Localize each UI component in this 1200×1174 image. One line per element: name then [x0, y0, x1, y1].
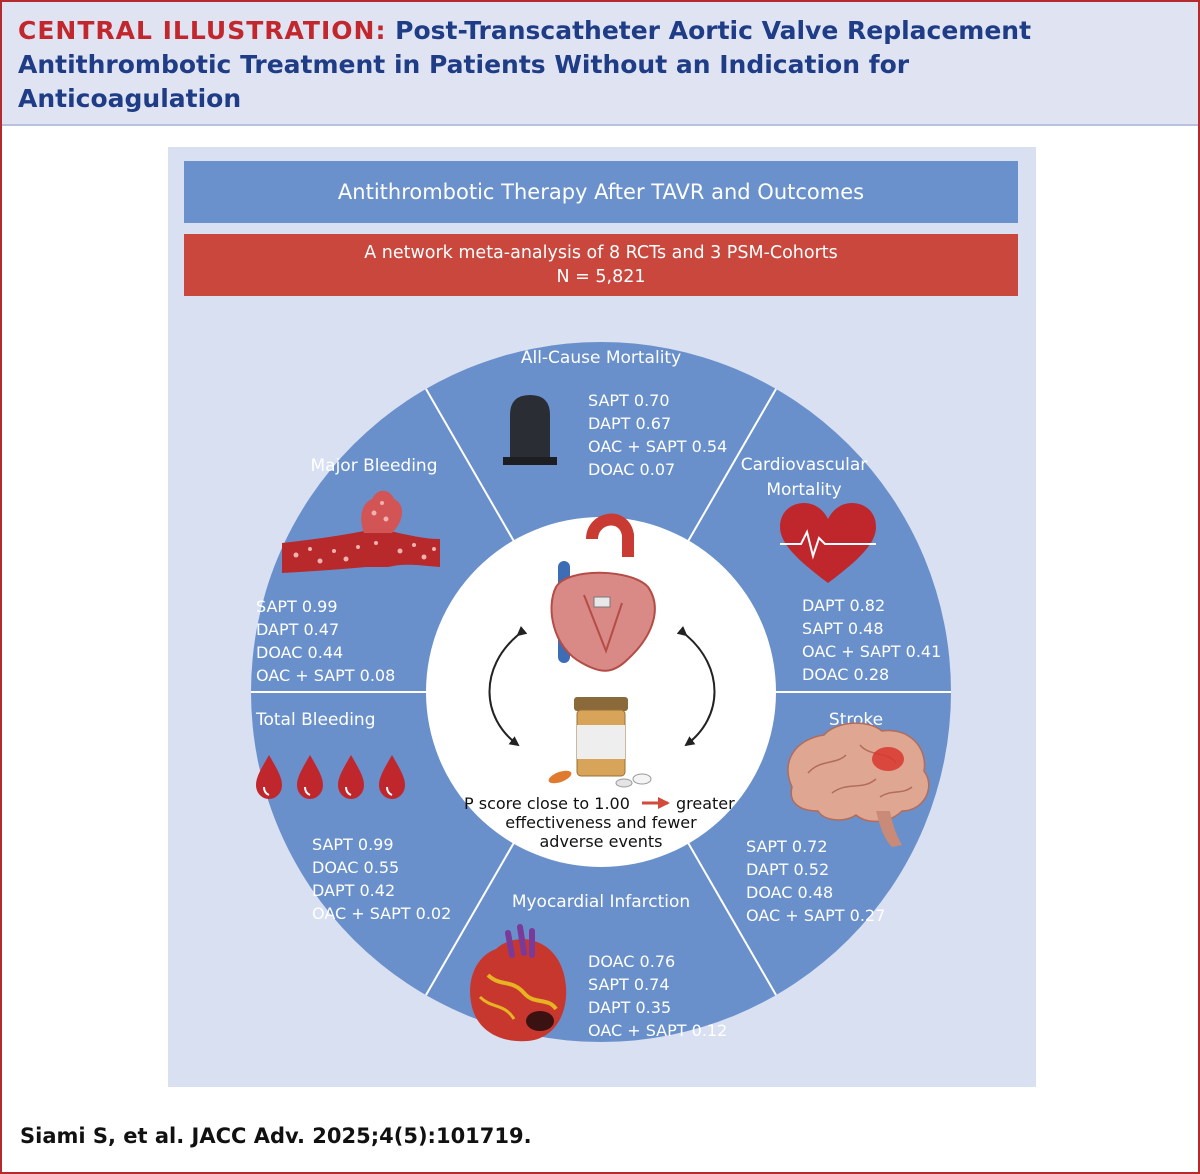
score-row: OAC + SAPT 0.08 — [256, 666, 395, 685]
study-topic-banner: Antithrombotic Therapy After TAVR and Ou… — [184, 161, 1018, 223]
sample-size-text: N = 5,821 — [556, 267, 646, 287]
pill-bottle-icon — [548, 697, 652, 788]
sector-title: Cardiovascular — [741, 455, 867, 475]
score-row: SAPT 0.99 — [312, 835, 394, 854]
score-row: DAPT 0.35 — [588, 998, 671, 1017]
center-hub — [426, 517, 776, 867]
score-row: SAPT 0.72 — [746, 837, 828, 856]
outcome-wheel: All-Cause Mortality SAPT 0.70 DAPT 0.67 … — [251, 342, 951, 1042]
blood-drop-icon — [379, 755, 405, 799]
score-row: DAPT 0.67 — [588, 414, 671, 433]
sector-total-bleeding: Total Bleeding SAPT 0.99 — [255, 710, 451, 923]
sector-myocardial-infarction: Myocardial Infarction DOAC 0.76 SAPT 0.7… — [470, 892, 727, 1042]
ruptured-vessel-icon — [282, 490, 440, 573]
blood-drop-icon — [297, 755, 323, 799]
score-row: SAPT 0.99 — [256, 597, 338, 616]
sector-cardiovascular-mortality: Cardiovascular Mortality DAPT 0.82 SAPT … — [741, 455, 942, 684]
sector-title: All-Cause Mortality — [521, 348, 681, 368]
sector-title: Major Bleeding — [311, 456, 438, 476]
score-row: SAPT 0.74 — [588, 975, 670, 994]
infarcted-heart-icon — [470, 924, 567, 1042]
score-row: OAC + SAPT 0.54 — [588, 437, 727, 456]
figure-panel: Antithrombotic Therapy After TAVR and Ou… — [168, 147, 1036, 1087]
right-cycle-arrow — [676, 626, 716, 747]
heart-pulse-icon — [780, 503, 876, 583]
sector-title: Myocardial Infarction — [512, 892, 690, 912]
sector-title: Mortality — [766, 480, 841, 500]
p-score-note: effectiveness and fewer — [505, 813, 697, 832]
p-score-note: adverse events — [539, 832, 662, 851]
score-row: DOAC 0.28 — [802, 665, 889, 684]
score-row: DOAC 0.44 — [256, 643, 343, 662]
score-row: DOAC 0.48 — [746, 883, 833, 902]
score-row: DOAC 0.07 — [588, 460, 675, 479]
score-row: SAPT 0.48 — [802, 619, 884, 638]
score-row: DAPT 0.82 — [802, 596, 885, 615]
left-cycle-arrow — [488, 626, 528, 747]
score-row: DOAC 0.55 — [312, 858, 399, 877]
score-row: DAPT 0.42 — [312, 881, 395, 900]
title-line-2: Antithrombotic Treatment in Patients Wit… — [18, 50, 910, 79]
sector-stroke: Stroke SAPT 0.72 DAPT 0.52 DOAC 0.48 OAC… — [746, 710, 930, 925]
p-score-note: greater — [676, 794, 735, 813]
score-row: DAPT 0.52 — [746, 860, 829, 879]
page-title: CENTRAL ILLUSTRATION: Post-Transcatheter… — [18, 14, 1178, 116]
title-line-1: Post-Transcatheter Aortic Valve Replacem… — [395, 16, 1032, 45]
study-topic-text: Antithrombotic Therapy After TAVR and Ou… — [337, 180, 865, 204]
blood-drop-icon — [256, 755, 282, 799]
score-row: OAC + SAPT 0.12 — [588, 1021, 727, 1040]
score-row: DAPT 0.47 — [256, 620, 339, 639]
score-row: SAPT 0.70 — [588, 391, 670, 410]
score-row: OAC + SAPT 0.02 — [312, 904, 451, 923]
title-line-3: Anticoagulation — [18, 84, 242, 113]
title-kicker: CENTRAL ILLUSTRATION: — [18, 16, 387, 45]
header: CENTRAL ILLUSTRATION: Post-Transcatheter… — [2, 2, 1198, 126]
p-score-note: P score close to 1.00 — [464, 794, 630, 813]
study-design-banner: A network meta-analysis of 8 RCTs and 3 … — [184, 234, 1018, 296]
study-design-text: A network meta-analysis of 8 RCTs and 3 … — [364, 243, 838, 263]
center-illustration: P score close to 1.00 greater effectiven… — [464, 513, 735, 851]
score-row: DOAC 0.76 — [588, 952, 675, 971]
blood-drop-icon — [338, 755, 364, 799]
heart-anatomy-icon — [550, 513, 656, 672]
score-row: OAC + SAPT 0.27 — [746, 906, 885, 925]
brain-icon — [787, 722, 930, 847]
citation: Siami S, et al. JACC Adv. 2025;4(5):1017… — [20, 1124, 532, 1148]
sector-title: Total Bleeding — [255, 710, 376, 730]
sector-major-bleeding: Major Bleeding SAPT 0.99 DAPT 0 — [256, 456, 440, 685]
score-row: OAC + SAPT 0.41 — [802, 642, 941, 661]
sector-all-cause-mortality: All-Cause Mortality SAPT 0.70 DAPT 0.67 … — [503, 348, 727, 479]
tombstone-icon — [503, 395, 557, 465]
